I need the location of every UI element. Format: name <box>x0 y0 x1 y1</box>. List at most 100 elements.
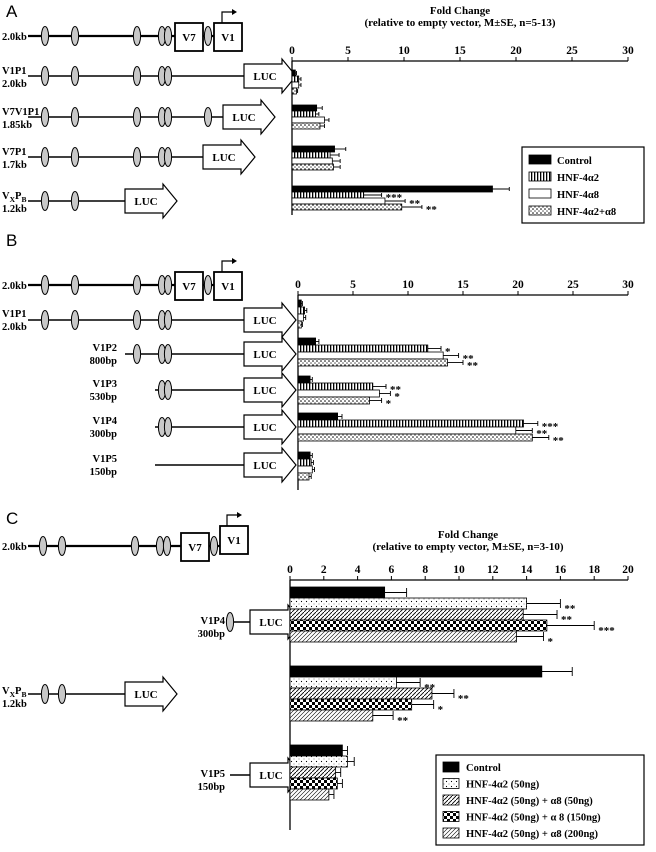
panel-letter-c: C <box>6 509 18 528</box>
legend-label: HNF-4α2 (50ng) + α8 (200ng) <box>466 829 599 840</box>
binding-site-oval <box>70 275 80 295</box>
binding-site-oval <box>132 26 142 46</box>
legend-swatch <box>442 778 460 789</box>
bar <box>297 389 380 398</box>
bar <box>297 465 313 474</box>
bar <box>291 185 493 193</box>
x-tick-label: 15 <box>454 45 466 57</box>
binding-site-oval <box>163 66 173 86</box>
construct-size: 2.0kb <box>2 322 27 333</box>
bar <box>291 104 318 112</box>
bar <box>289 676 397 689</box>
chart-c-subtitle: (relative to empty vector, M±SE, n=3-10) <box>372 541 563 553</box>
bar <box>289 687 433 700</box>
construct-name: V7V1P1 <box>2 107 39 118</box>
significance-marker: ** <box>397 715 409 727</box>
legend-swatch <box>528 154 552 165</box>
x-tick-label: 12 <box>487 564 499 576</box>
bar <box>297 299 302 308</box>
legend-swatch <box>442 827 460 839</box>
construct-name: V7P1 <box>2 147 27 158</box>
binding-site-oval <box>70 147 80 167</box>
construct-name: VXPB <box>2 191 26 204</box>
exon-v7-box <box>174 22 204 52</box>
significance-marker: ** <box>467 360 479 372</box>
construct-size: 300bp <box>198 629 226 640</box>
construct-name: V1P2 <box>93 343 118 354</box>
bar <box>289 619 548 632</box>
x-tick-label: 5 <box>350 279 356 291</box>
binding-site-oval <box>130 536 140 556</box>
legend-swatch <box>528 188 552 199</box>
construct-size: 150bp <box>90 467 118 478</box>
construct-name: V1P5 <box>93 454 118 465</box>
binding-site-oval <box>40 66 50 86</box>
legend-label: HNF-4α2 <box>557 173 599 184</box>
legend-label: HNF-4α2 (50ng) + α8 (50ng) <box>466 796 593 807</box>
x-tick-label: 5 <box>345 45 351 57</box>
bar <box>297 320 302 329</box>
luc-arrow <box>222 98 276 136</box>
x-tick-label: 6 <box>389 564 395 576</box>
x-tick-label: 0 <box>295 279 301 291</box>
significance-marker: ** <box>426 204 438 216</box>
binding-site-oval <box>70 107 80 127</box>
construct-size: 800bp <box>90 356 118 367</box>
binding-site-oval <box>40 191 50 211</box>
exon-v1-box <box>213 271 243 301</box>
significance-marker: *** <box>386 192 403 204</box>
binding-site-oval <box>162 536 172 556</box>
exon-v7-label: V7 <box>182 281 196 293</box>
x-tick-label: 16 <box>555 564 567 576</box>
luc-arrow <box>243 301 297 339</box>
bar <box>297 306 305 315</box>
binding-site-oval <box>163 107 173 127</box>
construct-name: V1P4 <box>201 616 226 627</box>
tss-arrowhead <box>232 258 237 264</box>
legend-label: HNF-4α8 <box>557 190 599 201</box>
luc-label: LUC <box>232 112 255 124</box>
tss-arrow <box>221 11 232 23</box>
x-tick-label: 4 <box>355 564 361 576</box>
luc-arrow <box>124 675 178 713</box>
significance-marker: ** <box>458 693 470 705</box>
construct-size: 300bp <box>90 429 118 440</box>
exon-v1-box <box>219 525 249 555</box>
luc-arrow <box>243 371 297 409</box>
bar <box>297 472 310 481</box>
construct-name: V1P3 <box>93 379 118 390</box>
binding-site-oval <box>163 344 173 364</box>
binding-site-oval <box>70 191 80 211</box>
significance-marker: * <box>394 391 400 403</box>
binding-site-oval <box>163 310 173 330</box>
binding-site-oval <box>132 275 142 295</box>
bar <box>289 597 528 610</box>
bar <box>291 145 335 153</box>
binding-site-oval <box>163 26 173 46</box>
luc-label: LUC <box>134 689 157 701</box>
construct-size: 530bp <box>90 392 118 403</box>
luc-arrow <box>243 408 297 446</box>
bar <box>289 744 343 757</box>
exon-v7-box <box>180 532 210 562</box>
luc-arrow <box>124 182 178 220</box>
significance-marker: * <box>445 346 451 358</box>
bar <box>289 709 374 722</box>
bar <box>289 777 338 790</box>
binding-site-oval <box>57 684 67 704</box>
bar <box>297 396 370 405</box>
construct-name: V1P5 <box>201 769 226 780</box>
binding-site-oval <box>163 380 173 400</box>
binding-site-oval <box>203 275 213 295</box>
bar <box>291 157 333 165</box>
construct-size: 1.2kb <box>2 204 27 215</box>
binding-site-oval <box>203 26 213 46</box>
bar <box>289 608 524 621</box>
luc-label: LUC <box>253 349 276 361</box>
construct-name: V1P1 <box>2 66 27 77</box>
bar <box>291 87 297 95</box>
legend-label: HNF-4α2 (50ng) <box>466 780 540 791</box>
